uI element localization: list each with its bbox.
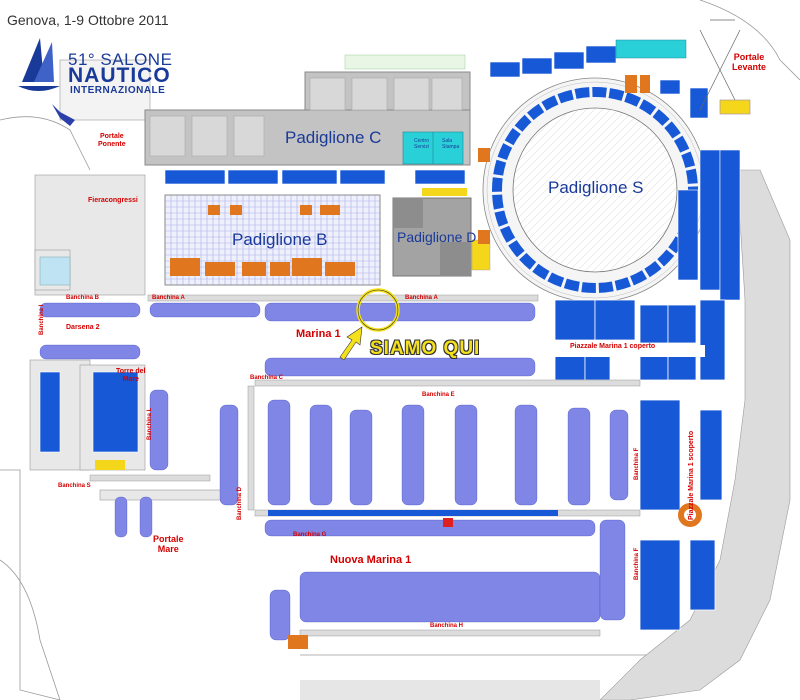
- darsena2-label: Darsena 2: [66, 324, 100, 331]
- piazzale-coperto-label: Piazzale Marina 1 coperto: [570, 343, 656, 350]
- pool: [615, 39, 687, 59]
- banchina-i-label: Banchina I: [39, 304, 45, 335]
- boat-moorings: [39, 302, 629, 641]
- breakwater-rocks: [599, 169, 791, 700]
- sala-stampa-label: Sala Stampa: [442, 138, 460, 150]
- date-line: Genova, 1-9 Ottobre 2011: [7, 12, 169, 28]
- logo-edition: 51° SALONE: [68, 50, 173, 69]
- yellow-stand-s: [95, 460, 125, 470]
- you-are-here-label: SIAMO QUI: [370, 338, 481, 359]
- west-marina-stands: [39, 371, 139, 453]
- centro-servizi-label: Centro Servizi: [414, 138, 430, 150]
- padiglione-c: [144, 71, 471, 166]
- fieracongressi-label: Fieracongressi: [88, 197, 138, 204]
- hall-c-label: Padiglione C: [285, 128, 382, 147]
- hall-s-label: Padiglione S: [548, 178, 644, 197]
- piazzale-coperto-stands: [554, 299, 726, 381]
- banchina-s-label: Banchina S: [58, 483, 91, 489]
- portale-ponente-label: Portale Ponente: [98, 133, 126, 148]
- roundabout-center: [684, 509, 696, 521]
- northeast-orange-stands: [478, 75, 650, 244]
- banchina-h-label: Banchina H: [430, 623, 464, 629]
- banchina-c-label: Banchina C: [250, 375, 284, 381]
- padiglione-b: [164, 194, 381, 286]
- h-orange-stand: [288, 635, 308, 649]
- banchina-b-label: Banchina B: [66, 295, 100, 301]
- crane-structure: [699, 19, 751, 115]
- piers: [89, 294, 641, 637]
- banchina-d-label: Banchina D: [237, 486, 243, 520]
- logo-sail-icon: [18, 38, 60, 91]
- piazzale-scoperto-label: Piazzale Marina 1 scoperto: [688, 430, 695, 520]
- banchina-l-label: Banchina L: [147, 407, 153, 440]
- fountain-block: [39, 256, 71, 286]
- banchina-f-label: Banchina F: [634, 447, 640, 480]
- portale-levante-label: Portale Levante: [732, 52, 767, 72]
- banchina-g-label: Banchina G: [293, 532, 327, 538]
- red-marker: [443, 518, 453, 527]
- padiglione-c-stands: [164, 169, 466, 185]
- nuova-marina1-label: Nuova Marina 1: [330, 554, 412, 566]
- you-are-here: [339, 288, 400, 361]
- northeast-stands: [489, 45, 741, 301]
- hall-b-label: Padiglione B: [232, 230, 328, 249]
- torre-del-mare-label: Torre del Mare: [116, 368, 146, 383]
- piazzale-coperto-aisle: [545, 345, 705, 357]
- green-area: [344, 54, 466, 70]
- hall-d-label: Padiglione D: [397, 229, 477, 245]
- logo-subtitle: INTERNAZIONALE: [70, 85, 166, 96]
- banchina-e-label: Banchina E: [422, 392, 455, 398]
- logo-name: NAUTICO: [68, 64, 171, 87]
- marina1-label: Marina 1: [296, 328, 341, 340]
- north-arrow-icon: [52, 104, 75, 126]
- banchina-a2-label: Banchina A: [405, 295, 438, 301]
- portale-mare-label: Portale Mare: [153, 534, 184, 554]
- banchina-f2-label: Banchina F: [634, 547, 640, 580]
- padiglione-s: [482, 77, 708, 303]
- banchina-a-label: Banchina A: [152, 295, 185, 301]
- breakwater-rocks-south: [300, 680, 600, 700]
- piazzale-scoperto-stands: [639, 399, 723, 631]
- g-stands: [268, 510, 558, 516]
